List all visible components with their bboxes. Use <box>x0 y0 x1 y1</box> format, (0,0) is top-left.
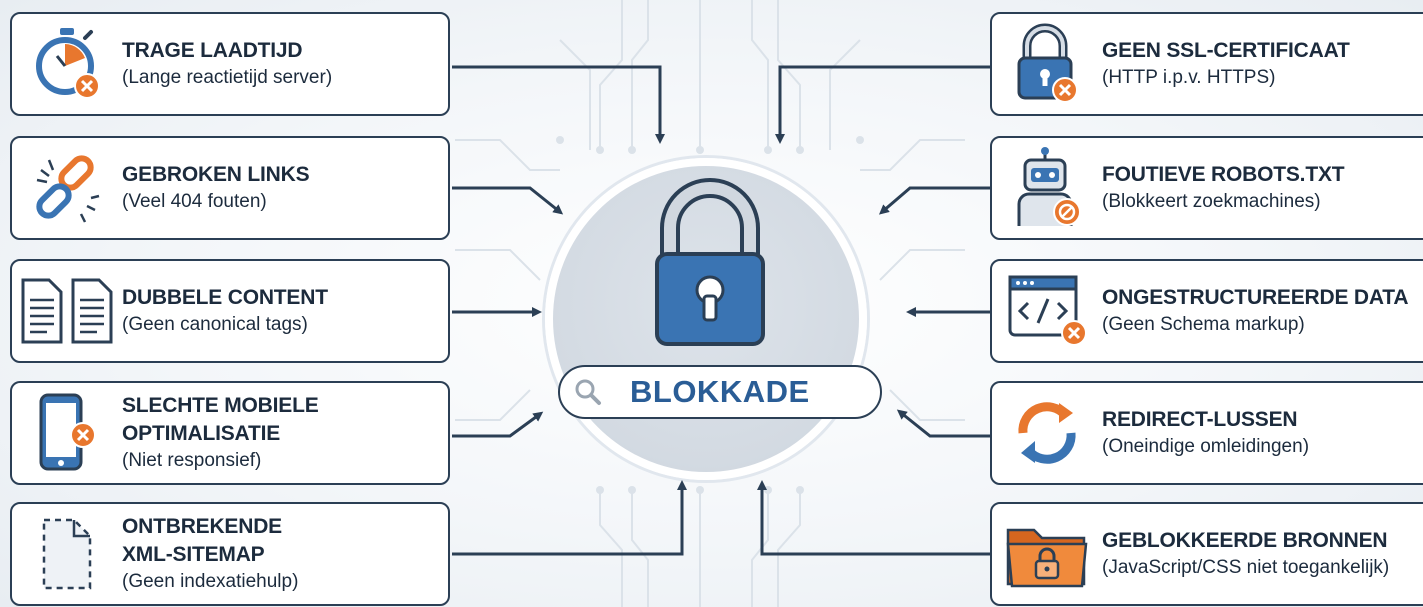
card-subtitle: (Geen canonical tags) <box>122 314 308 335</box>
card-redirect-lussen[interactable]: REDIRECT-LUSSEN (Oneindige omleidingen) <box>990 381 1423 485</box>
card-title: ONTBREKENDE <box>122 515 282 538</box>
card-geen-ssl-certificaat[interactable]: GEEN SSL-CERTIFICAAT (HTTP i.p.v. HTTPS) <box>990 12 1423 116</box>
card-subtitle: (HTTP i.p.v. HTTPS) <box>1102 67 1276 88</box>
duplicate-document-icon <box>12 261 122 361</box>
card-subtitle: (Blokkeert zoekmachines) <box>1102 191 1321 212</box>
search-bar: BLOKKADE <box>558 365 882 419</box>
card-title: GEBROKEN LINKS <box>122 163 310 186</box>
card-subtitle: (Niet responsief) <box>122 450 262 471</box>
stopwatch-icon <box>12 14 122 114</box>
code-window-icon <box>992 261 1102 361</box>
center-label: BLOKKADE <box>630 374 810 409</box>
card-foutieve-robots-txt[interactable]: FOUTIEVE ROBOTS.TXT (Blokkeert zoekmachi… <box>990 136 1423 240</box>
missing-file-icon <box>12 504 122 604</box>
card-subtitle: (Geen Schema markup) <box>1102 314 1305 335</box>
padlock-icon <box>992 14 1102 114</box>
card-title: GEEN SSL-CERTIFICAAT <box>1102 39 1350 62</box>
card-ongestructureerde-data[interactable]: ONGESTRUCTUREERDE DATA (Geen Schema mark… <box>990 259 1423 363</box>
card-title: DUBBELE CONTENT <box>122 286 328 309</box>
card-slechte-mobiele-optimalisatie[interactable]: SLECHTE MOBIELE OPTIMALISATIE (Niet resp… <box>10 381 450 485</box>
card-subtitle: (Lange reactietijd server) <box>122 67 333 88</box>
broken-link-icon <box>12 138 122 238</box>
card-subtitle: (Veel 404 fouten) <box>122 191 267 212</box>
card-title: GEBLOKKEERDE BRONNEN <box>1102 529 1388 552</box>
mobile-phone-icon <box>12 383 122 483</box>
card-subtitle: (Geen indexatiehulp) <box>122 571 299 592</box>
card-title: TRAGE LAADTIJD <box>122 39 303 62</box>
card-title: ONGESTRUCTUREERDE DATA <box>1102 286 1409 309</box>
card-subtitle: (JavaScript/CSS niet toegankelijk) <box>1102 557 1390 578</box>
card-title: REDIRECT-LUSSEN <box>1102 408 1298 431</box>
card-title-line2: XML-SITEMAP <box>122 543 265 566</box>
refresh-arrows-icon <box>992 383 1102 483</box>
robot-icon <box>992 138 1102 238</box>
card-dubbele-content[interactable]: DUBBELE CONTENT (Geen canonical tags) <box>10 259 450 363</box>
card-title: SLECHTE MOBIELE <box>122 394 319 417</box>
card-ontbrekende-xml-sitemap[interactable]: ONTBREKENDE XML-SITEMAP (Geen indexatieh… <box>10 502 450 606</box>
card-title-line2: OPTIMALISATIE <box>122 422 281 445</box>
card-geblokkeerde-bronnen[interactable]: GEBLOKKEERDE BRONNEN (JavaScript/CSS nie… <box>990 502 1423 606</box>
card-trage-laadtijd[interactable]: TRAGE LAADTIJD (Lange reactietijd server… <box>10 12 450 116</box>
search-icon <box>560 377 616 407</box>
card-title: FOUTIEVE ROBOTS.TXT <box>1102 163 1345 186</box>
locked-folder-icon <box>992 504 1102 604</box>
card-subtitle: (Oneindige omleidingen) <box>1102 436 1310 457</box>
central-padlock-icon <box>655 178 765 346</box>
card-gebroken-links[interactable]: GEBROKEN LINKS (Veel 404 fouten) <box>10 136 450 240</box>
